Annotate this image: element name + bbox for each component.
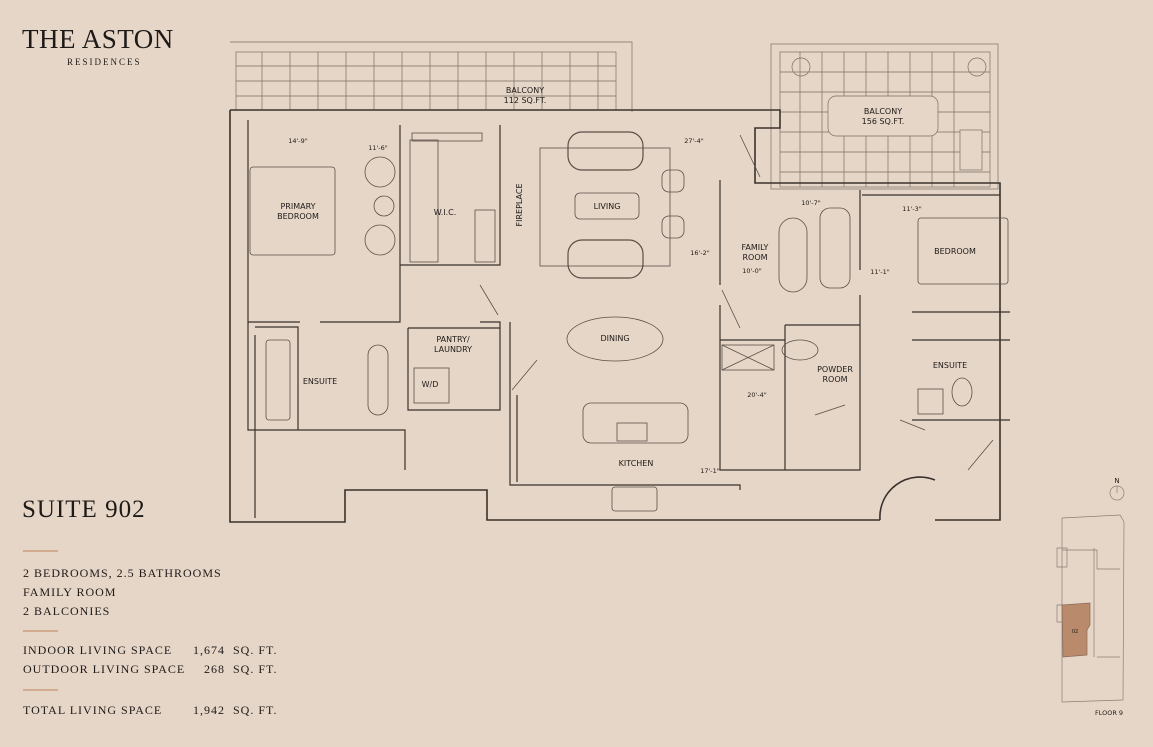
unit-highlight <box>1061 602 1091 658</box>
powder-room-label: POWDER ROOM <box>817 365 853 384</box>
kitchen-label: KITCHEN <box>618 459 654 468</box>
dimension: 27'-4" <box>684 137 704 145</box>
key-plan <box>1056 485 1125 703</box>
ensuite-primary-label: ENSUITE <box>302 377 338 386</box>
dimension: 11'-1" <box>870 268 890 276</box>
fireplace-label: FIREPLACE <box>515 183 524 227</box>
doors <box>479 134 994 471</box>
washer-dryer-label: W/D <box>421 380 439 389</box>
dimension: 10'-0" <box>742 267 762 275</box>
brand-logo: THE ASTON <box>22 24 174 54</box>
indoor-unit: SQ. FT. <box>233 643 278 657</box>
primary-bedroom-label: PRIMARY BEDROOM <box>277 202 319 221</box>
outdoor-value: 268 <box>204 662 225 676</box>
bedroom-bed <box>917 217 1009 285</box>
indoor-label: INDOOR LIVING SPACE <box>23 643 173 657</box>
dining-label: DINING <box>600 334 630 343</box>
divider <box>23 630 58 632</box>
suite-title: SUITE 902 <box>22 496 146 523</box>
family-room-label: FAMILY ROOM <box>741 243 769 262</box>
dimension: 17'-1" <box>700 467 720 475</box>
dimension: 16'-2" <box>690 249 710 257</box>
total-value: 1,942 <box>193 703 225 717</box>
balcony-west <box>230 41 633 112</box>
wic-label: W.I.C. <box>433 208 457 217</box>
interior-walls <box>247 120 1010 518</box>
dimension: 20'-4" <box>747 391 767 399</box>
exterior-walls <box>229 109 1001 523</box>
dimension: 14'-9" <box>288 137 308 145</box>
dimension: 11'-3" <box>902 205 922 213</box>
living-label: LIVING <box>593 202 621 211</box>
total-label: TOTAL LIVING SPACE <box>23 703 163 717</box>
outdoor-unit: SQ. FT. <box>233 662 278 676</box>
feature-bedrooms: 2 BEDROOMS, 2.5 BATHROOMS <box>23 566 222 580</box>
feature-family-room: FAMILY ROOM <box>23 585 117 599</box>
furniture <box>249 131 1009 512</box>
outdoor-label: OUTDOOR LIVING SPACE <box>23 662 186 676</box>
feature-balconies: 2 BALCONIES <box>23 604 111 618</box>
bedroom-label: BEDROOM <box>934 247 976 256</box>
dimension: 10'-7" <box>801 199 821 207</box>
dimension: 11'-6" <box>368 144 388 152</box>
brand-subtitle: RESIDENCES <box>67 57 142 67</box>
indoor-value: 1,674 <box>193 643 225 657</box>
floor-label: FLOOR 9 <box>1094 709 1124 717</box>
divider <box>23 689 58 691</box>
divider <box>23 550 58 552</box>
keyplan-unit-label: 02 <box>1071 629 1079 635</box>
balcony-west-label: BALCONY 112 SQ.FT. <box>504 86 547 106</box>
north-label: N <box>1114 477 1120 485</box>
balcony-east-label: BALCONY 156 SQ.FT. <box>862 107 905 127</box>
pantry-laundry-label: PANTRY/ LAUNDRY <box>433 335 473 354</box>
total-unit: SQ. FT. <box>233 703 278 717</box>
balcony-west-text: BALCONY 112 SQ.FT. <box>503 86 547 105</box>
primary-bed <box>249 166 336 256</box>
ensuite-bedroom-label: ENSUITE <box>932 361 968 370</box>
balcony-east-text: BALCONY 156 SQ.FT. <box>861 107 905 126</box>
